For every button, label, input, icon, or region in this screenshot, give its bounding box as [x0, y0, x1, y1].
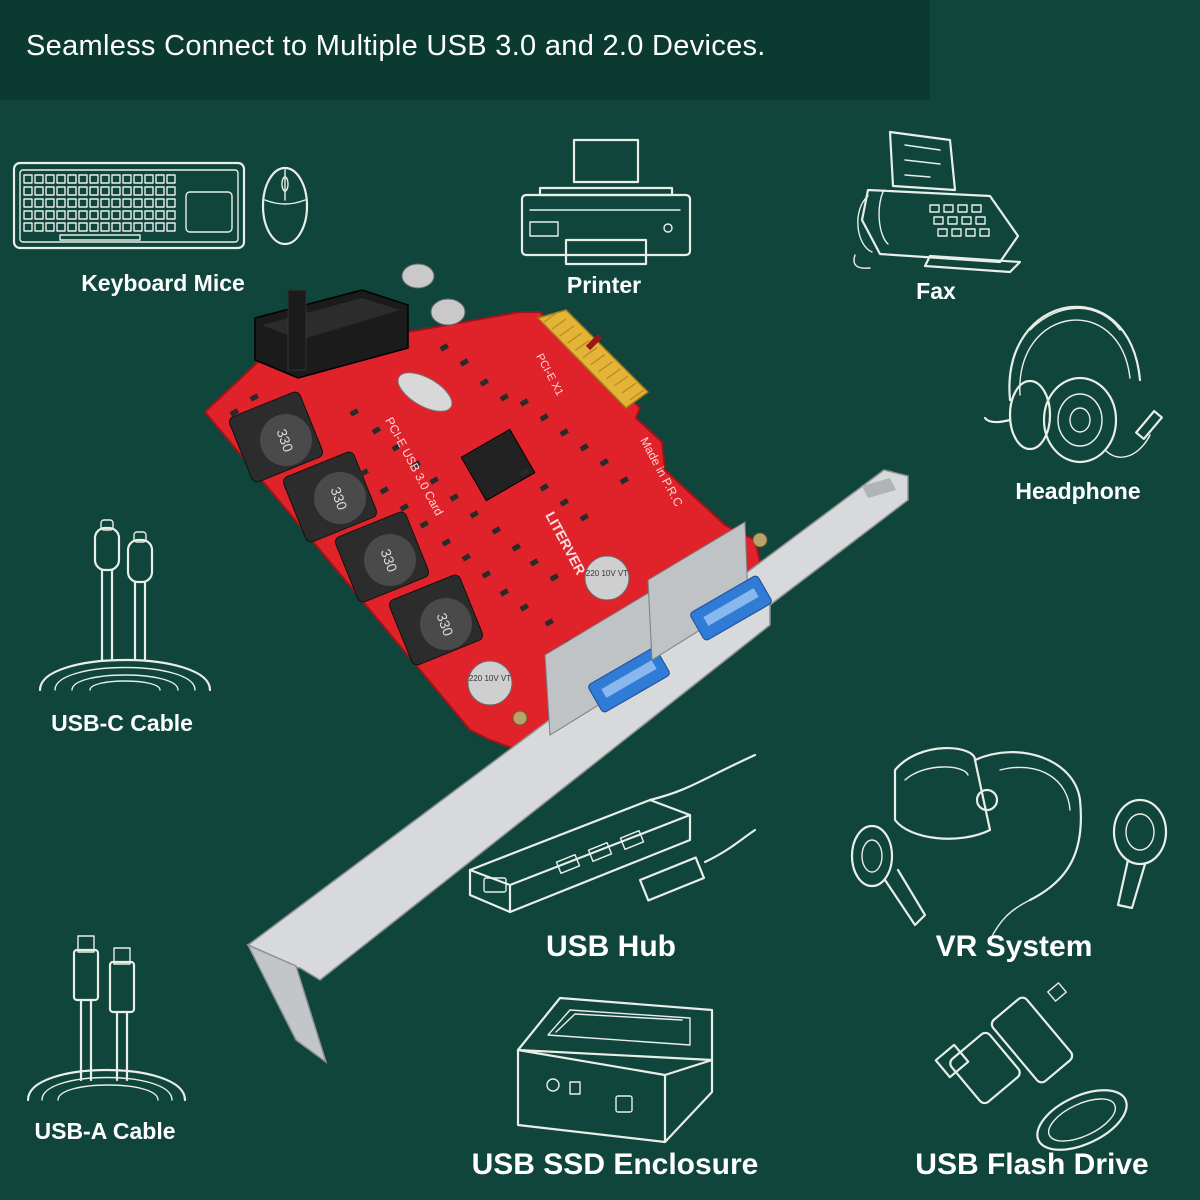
label-usb-ssd-enclosure: USB SSD Enclosure [471, 1148, 759, 1181]
vr-headset-icon [893, 746, 1082, 941]
inductor-2: 330 [282, 451, 378, 543]
capacitor-bottom: 220 10V VT [467, 660, 513, 706]
title-banner: Seamless Connect to Multiple USB 3.0 and… [0, 0, 930, 100]
inductor-1: 330 [228, 391, 324, 483]
label-usb-flash-drive: USB Flash Drive [915, 1148, 1149, 1181]
inductor-2-mark: 330 [328, 485, 351, 513]
usb-hub-icon [468, 753, 757, 914]
label-usb-a-cable: USB-A Cable [34, 1118, 176, 1144]
banner-title: Seamless Connect to Multiple USB 3.0 and… [26, 30, 766, 62]
vr-controller-left-icon [850, 824, 927, 927]
vr-controller-right-icon [1112, 798, 1168, 910]
keyboard-icon [12, 161, 246, 250]
printer-icon [520, 138, 692, 266]
capacitor-mid: 220 10V VT [584, 555, 630, 601]
inductor-4: 330 [388, 574, 484, 666]
usb-c-cable-icon [38, 519, 212, 692]
label-printer: Printer [566, 272, 642, 298]
inductor-3: 330 [334, 511, 430, 603]
label-vr-system: VR System [935, 930, 1093, 963]
capacitor-mid-mark: 220 10V VT [586, 569, 628, 578]
usb-a-cable-icon [26, 935, 187, 1102]
usb3-port-2 [647, 521, 772, 661]
usb3-port-1 [544, 591, 670, 736]
capacitor-top [401, 263, 466, 326]
usb-controller-chip [460, 428, 536, 502]
headphone-icon [983, 305, 1163, 464]
pcie-usb-card: 330 330 330 330 220 10V VT [203, 263, 910, 1064]
mouse-icon [261, 166, 309, 246]
flash-drive-icon [934, 982, 1128, 1151]
ssd-dock-icon [516, 996, 714, 1144]
fax-icon [853, 130, 1022, 274]
capacitor-bottom-mark: 220 10V VT [469, 674, 511, 683]
inductor-1-mark: 330 [274, 427, 297, 455]
label-fax: Fax [916, 278, 956, 304]
label-keyboard-mice: Keyboard Mice [81, 270, 245, 296]
label-headphone: Headphone [1015, 478, 1141, 504]
inductor-4-mark: 330 [434, 611, 457, 639]
label-usb-hub: USB Hub [546, 930, 676, 963]
inductor-3-mark: 330 [378, 547, 401, 575]
label-usb-c-cable: USB-C Cable [51, 710, 193, 736]
